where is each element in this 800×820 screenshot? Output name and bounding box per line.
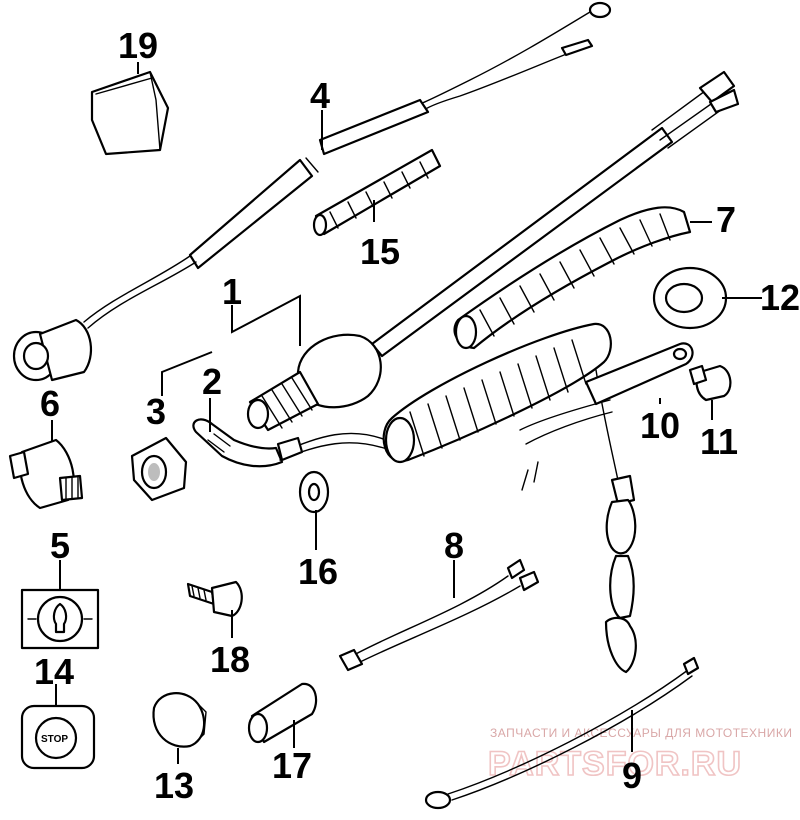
part-15-spiral-sleeve [312,148,442,237]
part-14-stop-plate: STOP [20,704,96,770]
callout-3: 3 [146,391,166,432]
part-19-cap [90,70,170,156]
part-6-sensor [8,438,84,510]
part-16-washer [298,470,330,514]
part-5-decal [20,588,100,650]
part-1-cable-assembly [246,70,740,432]
part-17-sleeve [247,682,318,744]
callout-16: 16 [298,551,338,592]
coiled-cord [382,322,621,491]
part-18-screw [186,580,243,618]
watermark: ЗАПЧАСТИ И АКСЕССУАРЫ ДЛЯ МОТОТЕХНИКИ PA… [487,726,792,784]
callout-5: 5 [50,525,70,566]
watermark-tagline: ЗАПЧАСТИ И АКСЕССУАРЫ ДЛЯ МОТОТЕХНИКИ [490,726,792,740]
part-8-lead-wire [338,558,540,672]
part-3-nut [130,436,188,502]
leader-lines [51,62,762,764]
watermark-brand: PARTSFOR.RU [488,745,742,783]
callout-9: 9 [622,755,642,796]
callouts: 1 2 3 4 5 6 7 8 9 10 11 12 13 14 15 16 1… [34,25,800,806]
callout-11: 11 [700,421,738,462]
callout-8: 8 [444,525,464,566]
stop-plate-text: STOP [41,734,68,745]
callout-12: 12 [760,277,800,318]
callout-2: 2 [202,361,222,402]
callout-13: 13 [154,765,194,806]
callout-15: 15 [360,231,400,272]
part-11-bolt [688,364,732,402]
part-4-wire-harness [12,1,612,382]
part-9-ground-wire [424,656,700,810]
callout-10: 10 [640,405,680,446]
callout-19: 19 [118,25,158,66]
lanyard-clip [604,474,637,674]
callout-1: 1 [222,271,242,312]
part-12-grommet [652,266,728,330]
callout-6: 6 [40,383,60,424]
callout-7: 7 [716,199,736,240]
callout-18: 18 [210,639,250,680]
part-13-plug [152,692,207,748]
callout-17: 17 [272,745,312,786]
part-7-corrugated-tube [453,206,692,350]
callout-4: 4 [310,75,330,116]
callout-14: 14 [34,651,74,692]
part-10-bracket [519,342,694,491]
part-2-clip [192,418,391,468]
